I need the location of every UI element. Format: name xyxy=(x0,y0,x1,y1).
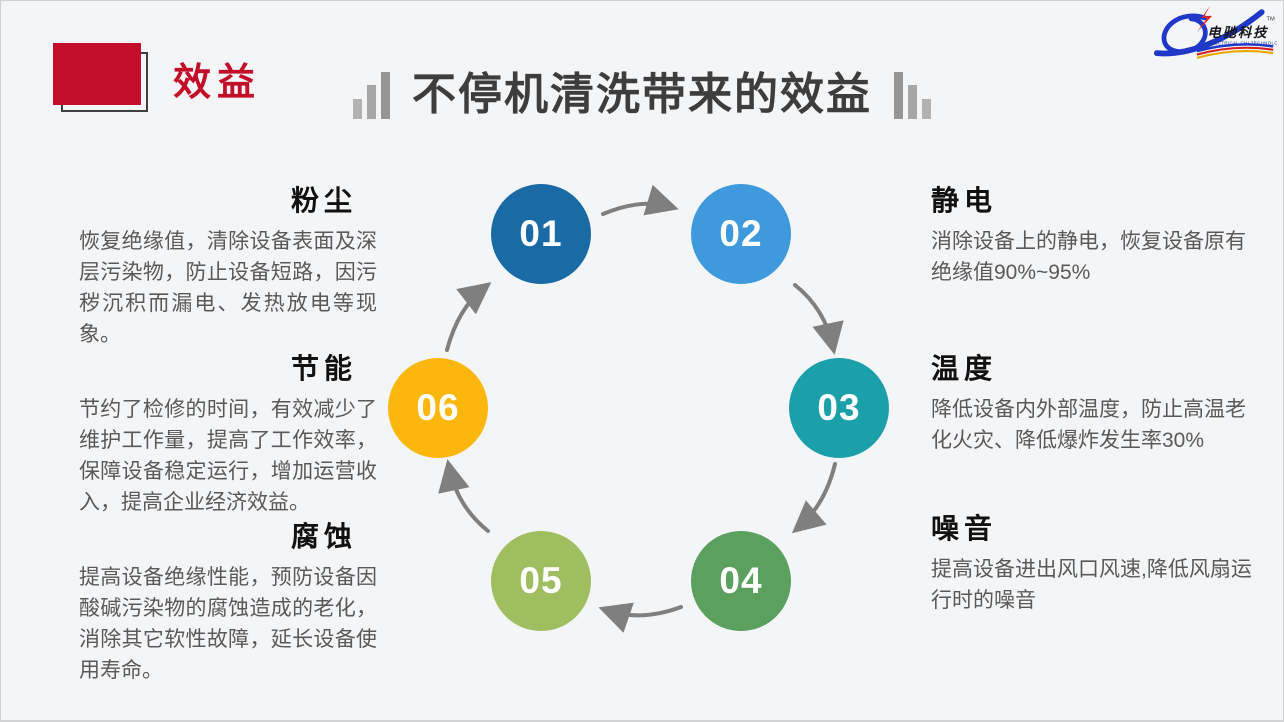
benefit-corrosion: 腐蚀 提高设备绝缘性能，预防设备因酸碱污染物的腐蚀造成的老化，消除其它软性故障，… xyxy=(79,515,377,686)
benefit-body: 消除设备上的静电，恢复设备原有绝缘值90%~95% xyxy=(931,230,1246,284)
benefit-body: 恢复绝缘值，清除设备表面及深层污染物，防止设备短路，因污秽沉积而漏电、发热放电等… xyxy=(79,230,377,346)
cycle-step-04: 04 xyxy=(691,531,791,631)
step-number: 04 xyxy=(719,560,763,601)
benefit-title: 温度 xyxy=(931,353,998,384)
benefit-title: 粉尘 xyxy=(290,185,357,216)
benefit-energy-saving: 节能 节约了检修的时间，有效减少了维护工作量，提高了工作效率，保障设备稳定运行，… xyxy=(79,347,377,518)
step-number: 05 xyxy=(519,560,563,601)
cycle-step-03: 03 xyxy=(789,358,889,458)
logo-company-name: 电驰科技 xyxy=(1207,25,1269,40)
arrow-02-03 xyxy=(793,283,844,355)
badge-red-square xyxy=(53,43,141,105)
lightning-icon xyxy=(1196,5,1213,33)
arrow-01-02 xyxy=(601,184,679,216)
benefit-temperature: 温度 降低设备内外部温度，防止高温老化火灾、降低爆炸发生率30% xyxy=(931,347,1265,456)
section-label: 效益 xyxy=(173,62,262,104)
company-logo: 电驰科技 TM ELECTRICAL CHI TECHNOLOGY xyxy=(1153,5,1283,65)
cycle-step-06: 06 xyxy=(388,358,488,458)
arrow-03-04 xyxy=(791,462,837,534)
benefit-noise: 噪音 提高设备进出风口风速,降低风扇运行时的噪音 xyxy=(931,507,1265,616)
step-number: 06 xyxy=(416,387,460,428)
benefit-title: 节能 xyxy=(290,353,357,384)
benefit-title: 静电 xyxy=(931,185,998,216)
arrow-04-05 xyxy=(598,602,683,633)
benefit-title: 腐蚀 xyxy=(290,521,357,552)
arrow-06-01 xyxy=(445,282,492,352)
arrow-05-06 xyxy=(438,459,490,533)
step-number: 02 xyxy=(719,213,763,254)
benefit-body: 提高设备绝缘性能，预防设备因酸碱污染物的腐蚀造成的老化，消除其它软性故障，延长设… xyxy=(79,566,377,682)
step-number: 01 xyxy=(519,213,563,254)
benefit-title: 噪音 xyxy=(931,513,998,544)
main-title-row: 不停机清洗带来的效益 xyxy=(1,61,1283,125)
benefit-static: 静电 消除设备上的静电，恢复设备原有绝缘值90%~95% xyxy=(931,179,1265,288)
logo-trademark: TM xyxy=(1267,17,1275,23)
logo-graphic: 电驰科技 TM ELECTRICAL CHI TECHNOLOGY xyxy=(1153,5,1283,59)
page-title: 不停机清洗带来的效益 xyxy=(412,70,872,119)
cycle-step-01: 01 xyxy=(491,184,591,284)
benefit-body: 降低设备内外部温度，防止高温老化火灾、降低爆炸发生率30% xyxy=(931,398,1246,452)
benefit-dust: 粉尘 恢复绝缘值，清除设备表面及深层污染物，防止设备短路，因污秽沉积而漏电、发热… xyxy=(79,179,377,350)
benefit-body: 提高设备进出风口风速,降低风扇运行时的噪音 xyxy=(931,558,1252,612)
logo-subtitle: ELECTRICAL CHI TECHNOLOGY xyxy=(1208,41,1277,46)
title-bars-right-icon xyxy=(894,72,931,119)
step-number: 03 xyxy=(817,387,861,428)
cycle-step-05: 05 xyxy=(491,531,591,631)
cycle-step-02: 02 xyxy=(691,184,791,284)
title-bars-left-icon xyxy=(353,72,390,119)
benefit-body: 节约了检修的时间，有效减少了维护工作量，提高了工作效率，保障设备稳定运行，增加运… xyxy=(79,398,377,514)
